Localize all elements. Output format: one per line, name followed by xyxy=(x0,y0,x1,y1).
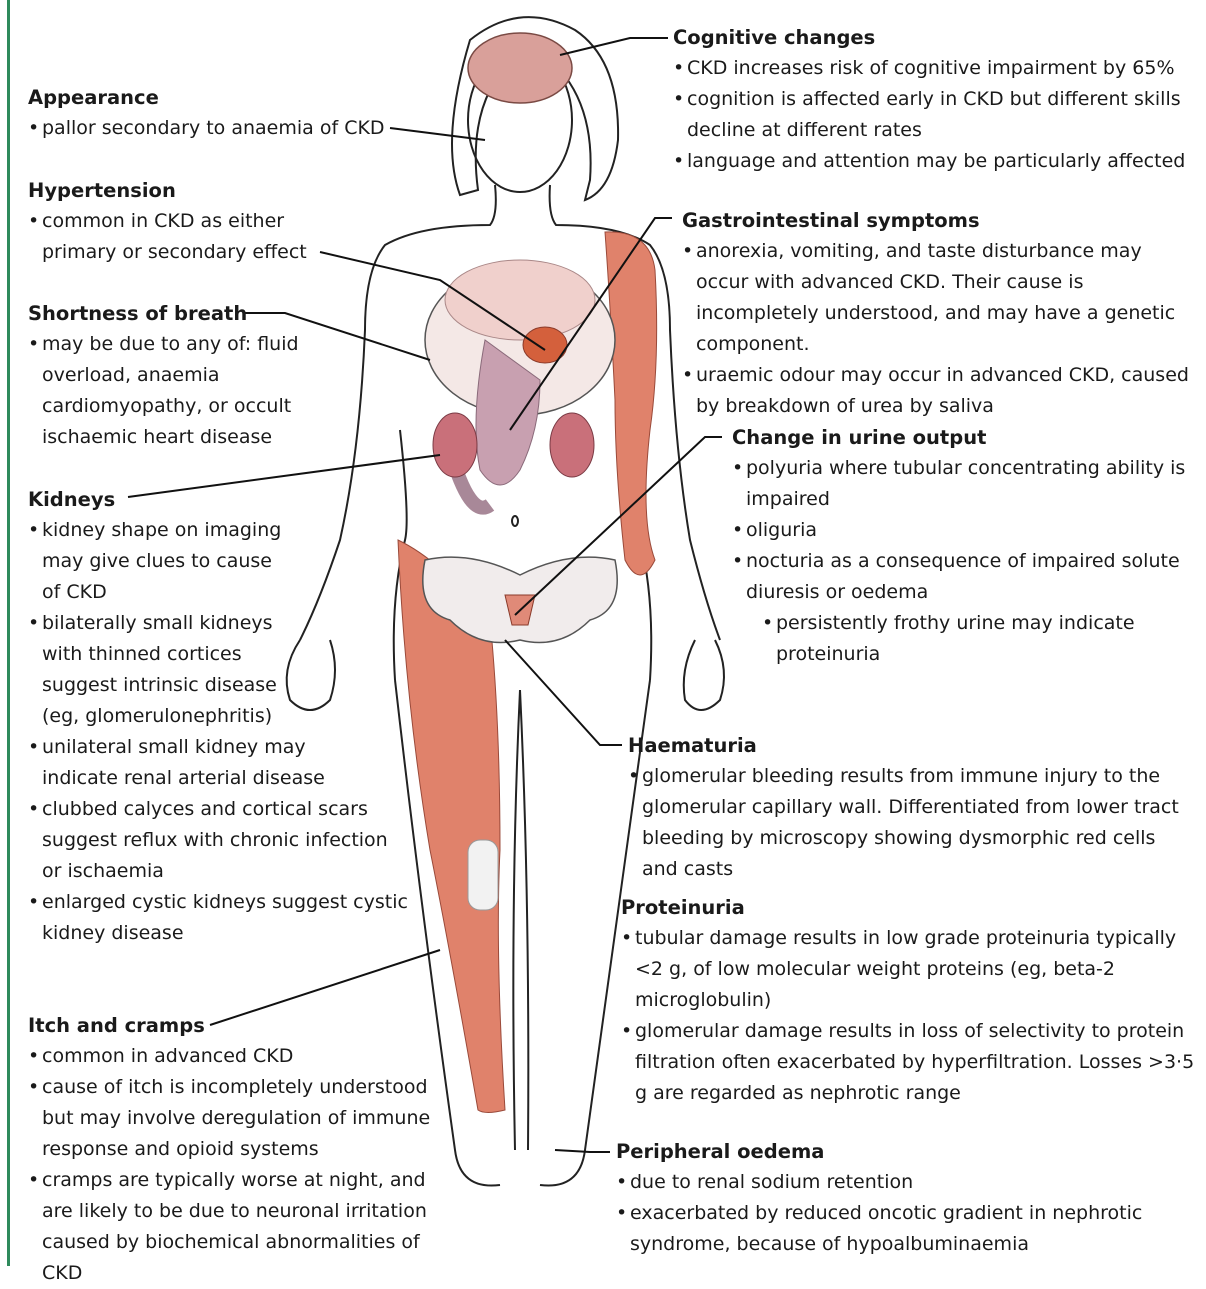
hypertension-section: Hypertension common in CKD as either pri… xyxy=(28,175,320,268)
proteinuria-item: tubular damage results in low grade prot… xyxy=(621,923,1196,1016)
hypertension-title: Hypertension xyxy=(28,175,320,206)
kidneys-item: clubbed calyces and cortical scars sugge… xyxy=(28,794,408,887)
kidneys-item: kidney shape on imaging may give clues t… xyxy=(28,515,292,608)
kidneys-item: bilaterally small kidneys with thinned c… xyxy=(28,608,307,732)
itch-title: Itch and cramps xyxy=(28,1010,458,1041)
knee-bone xyxy=(468,840,498,910)
kidneys-item: unilateral small kidney may indicate ren… xyxy=(28,732,342,794)
navel xyxy=(512,516,518,526)
kidneys-title: Kidneys xyxy=(28,484,408,515)
urine-item: polyuria where tubular concentrating abi… xyxy=(732,453,1200,515)
right-kidney xyxy=(550,413,594,477)
breath-section: Shortness of breath may be due to any of… xyxy=(28,298,313,453)
itch-section: Itch and cramps common in advanced CKD c… xyxy=(28,1010,458,1289)
oedema-title: Peripheral oedema xyxy=(616,1136,1176,1167)
appearance-item: pallor secondary to anaemia of CKD xyxy=(28,113,408,144)
appearance-section: Appearance pallor secondary to anaemia o… xyxy=(28,82,408,144)
gi-item: uraemic odour may occur in advanced CKD,… xyxy=(682,360,1200,422)
oedema-section: Peripheral oedema due to renal sodium re… xyxy=(616,1136,1176,1260)
urine-section: Change in urine output polyuria where tu… xyxy=(732,422,1200,670)
gi-title: Gastrointestinal symptoms xyxy=(682,205,1200,236)
breath-title: Shortness of breath xyxy=(28,298,313,329)
cognitive-item: CKD increases risk of cognitive impairme… xyxy=(673,53,1198,84)
brain xyxy=(468,33,572,103)
gi-item: anorexia, vomiting, and taste disturbanc… xyxy=(682,236,1200,360)
appearance-title: Appearance xyxy=(28,82,408,113)
itch-item: cause of itch is incompletely understood… xyxy=(28,1072,458,1165)
proteinuria-item: glomerular damage results in loss of sel… xyxy=(621,1016,1196,1109)
breath-item: may be due to any of: fluid overload, an… xyxy=(28,329,313,453)
cognitive-item: language and attention may be particular… xyxy=(673,146,1198,177)
cognitive-section: Cognitive changes CKD increases risk of … xyxy=(673,22,1198,177)
kidneys-section: Kidneys kidney shape on imaging may give… xyxy=(28,484,408,949)
urine-item: nocturia as a consequence of impaired so… xyxy=(732,546,1200,608)
oedema-item: exacerbated by reduced oncotic gradient … xyxy=(616,1198,1176,1260)
kidneys-item: enlarged cystic kidneys suggest cystic k… xyxy=(28,887,408,949)
proteinuria-title: Proteinuria xyxy=(621,892,1196,923)
left-kidney xyxy=(433,413,477,477)
cognitive-title: Cognitive changes xyxy=(673,22,1198,53)
gi-section: Gastrointestinal symptoms anorexia, vomi… xyxy=(682,205,1200,422)
oedema-item: due to renal sodium retention xyxy=(616,1167,1176,1198)
itch-item: cramps are typically worse at night, and… xyxy=(28,1165,458,1289)
hypertension-item: common in CKD as either primary or secon… xyxy=(28,206,320,268)
lungs xyxy=(445,260,595,340)
cognitive-item: cognition is affected early in CKD but d… xyxy=(673,84,1198,146)
urine-title: Change in urine output xyxy=(732,422,1200,453)
urine-subitem: persistently frothy urine may indicate p… xyxy=(762,608,1156,670)
haematuria-item: glomerular bleeding results from immune … xyxy=(628,761,1188,885)
proteinuria-section: Proteinuria tubular damage results in lo… xyxy=(621,892,1196,1109)
itch-item: common in advanced CKD xyxy=(28,1041,458,1072)
haematuria-section: Haematuria glomerular bleeding results f… xyxy=(628,730,1188,885)
haematuria-title: Haematuria xyxy=(628,730,1188,761)
urine-item: oliguria xyxy=(732,515,1200,546)
